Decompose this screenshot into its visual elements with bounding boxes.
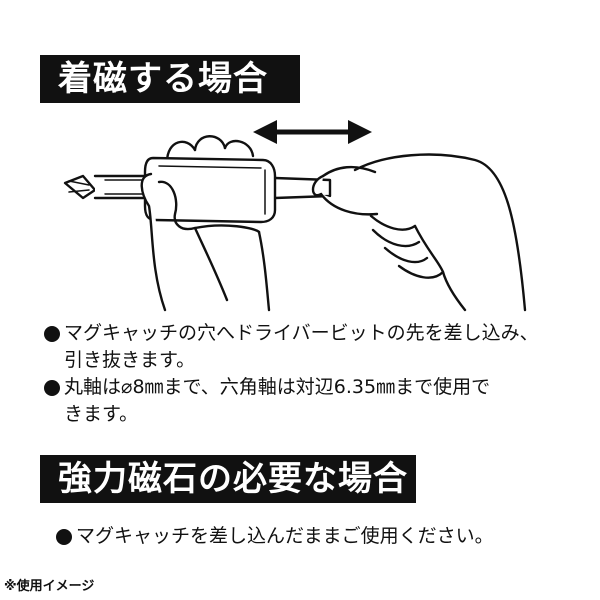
bullet-icon [44, 380, 60, 396]
list-item: 丸軸は⌀8㎜まで、六角軸は対辺6.35㎜まで使用で きます。 [44, 374, 584, 428]
list-item: マグキャッチを差し込んだままご使用ください。 [56, 523, 576, 550]
bullet-icon [56, 529, 72, 545]
image-caption: ※使用イメージ [4, 579, 95, 594]
bullet-icon [44, 326, 60, 342]
bullet-text: 丸軸は⌀8㎜まで、六角軸は対辺6.35㎜まで使用で きます。 [64, 376, 491, 425]
section1-title: 着磁する場合 [40, 55, 300, 103]
bullet-text: マグキャッチの穴へドライバービットの先を差し込み、 引き抜きます。 [64, 322, 539, 371]
bullet-text: マグキャッチを差し込んだままご使用ください。 [76, 525, 494, 547]
usage-illustration [63, 120, 527, 312]
section1-bullets: マグキャッチの穴へドライバービットの先を差し込み、 引き抜きます。 丸軸は⌀8㎜… [44, 320, 584, 428]
section2-title: 強力磁石の必要な場合 [40, 455, 416, 503]
double-arrow-icon [253, 120, 372, 144]
list-item: マグキャッチの穴へドライバービットの先を差し込み、 引き抜きます。 [44, 320, 584, 374]
section2-bullets: マグキャッチを差し込んだままご使用ください。 [56, 523, 576, 550]
